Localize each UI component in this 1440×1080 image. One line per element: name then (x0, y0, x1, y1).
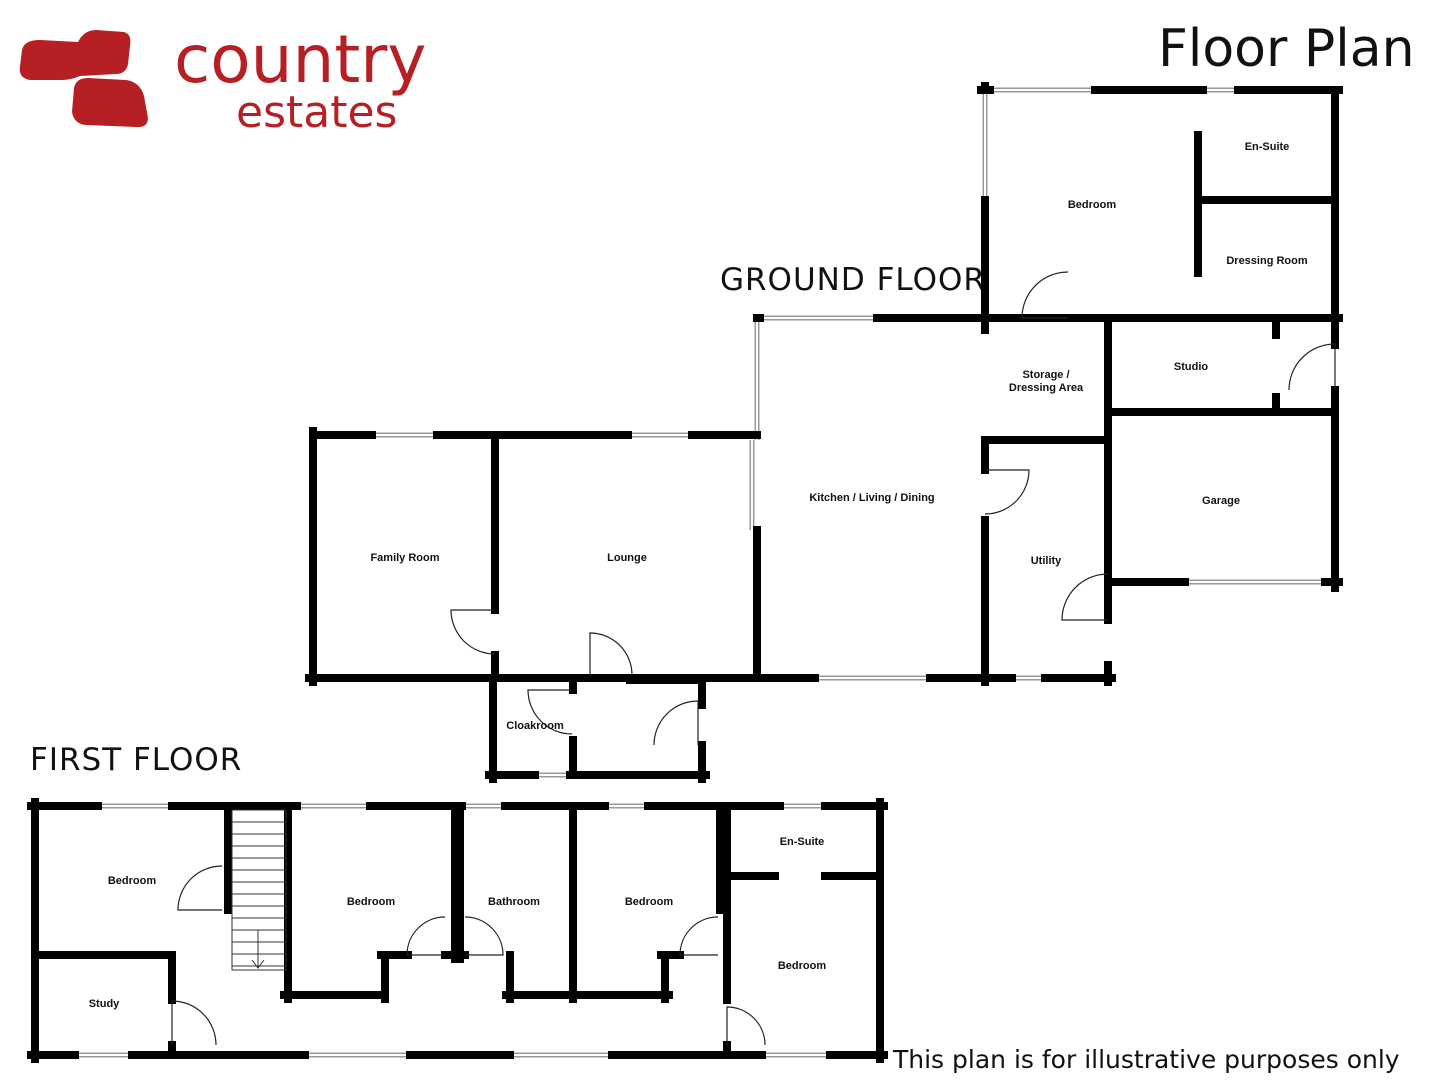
walls (27, 82, 1343, 1063)
door-swing (589, 632, 633, 676)
staircase (231, 809, 287, 971)
room-dressing-room: Dressing Room (1226, 255, 1308, 267)
disclaimer: This plan is for illustrative purposes o… (892, 1045, 1400, 1074)
door-swing (726, 1006, 766, 1046)
logo-text-country: country (174, 21, 426, 98)
logo: country estates (19, 21, 426, 138)
room-lounge: Lounge (607, 552, 647, 564)
room-storage-line1: Storage / (1022, 369, 1069, 381)
room-study: Study (89, 998, 120, 1010)
stair-outline (231, 809, 287, 971)
door-swing (1021, 271, 1069, 319)
door-swing (527, 689, 573, 735)
room-bedroom-4: Bedroom (778, 960, 827, 972)
room-bedroom-3: Bedroom (625, 896, 674, 908)
room-en-suite-first: En-Suite (780, 836, 825, 848)
door-swing (450, 609, 496, 655)
room-bathroom: Bathroom (488, 896, 540, 908)
door-swing (171, 1000, 217, 1046)
door-swing (406, 916, 446, 956)
door-swing (1061, 573, 1109, 621)
room-bedroom-ground: Bedroom (1068, 199, 1117, 211)
room-garage: Garage (1202, 495, 1240, 507)
logo-mark-top (19, 30, 131, 80)
room-bedroom-1: Bedroom (108, 875, 157, 887)
door-swing (1288, 343, 1336, 391)
room-bedroom-2: Bedroom (347, 896, 396, 908)
room-utility: Utility (1031, 555, 1062, 567)
door-swing (653, 700, 699, 746)
room-storage-line2: Dressing Area (1009, 382, 1084, 394)
doors (171, 271, 1336, 1046)
room-studio: Studio (1174, 361, 1208, 373)
logo-mark-bottom (72, 78, 148, 128)
windows (75, 87, 1325, 1058)
door-swing (464, 916, 504, 956)
room-cloakroom: Cloakroom (506, 720, 564, 732)
room-kitchen-living-dining: Kitchen / Living / Dining (809, 492, 934, 504)
room-en-suite-ground: En-Suite (1245, 141, 1290, 153)
room-family-room: Family Room (370, 552, 439, 564)
page-title: Floor Plan (1158, 19, 1415, 79)
door-swing (984, 469, 1030, 515)
door-swing (177, 865, 223, 911)
ground-floor-label: GROUND FLOOR (720, 262, 986, 298)
door-swing (679, 916, 719, 956)
stair-arrow-icon (251, 930, 265, 969)
logo-text-estates: estates (236, 87, 397, 138)
first-floor-label: FIRST FLOOR (30, 742, 242, 778)
